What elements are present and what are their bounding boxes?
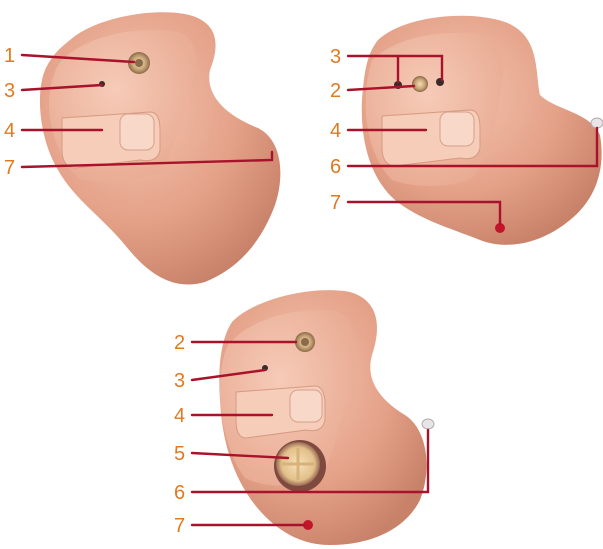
label-4-top-left: 4: [4, 120, 15, 142]
label-5-bottom: 5: [174, 443, 185, 465]
removal-cord: [591, 118, 603, 128]
microphone-port-center: [301, 338, 309, 346]
label-2-bottom: 2: [174, 332, 185, 354]
label-6-bottom: 6: [174, 482, 185, 504]
label-3-top-right: 3: [330, 46, 341, 68]
microphone-port: [412, 76, 428, 92]
volume-control-knob: [440, 112, 474, 146]
microphone-port-center: [135, 59, 143, 67]
hearing-aid-bottom: [219, 290, 434, 545]
label-4-bottom: 4: [174, 405, 185, 427]
volume-control-knob: [290, 390, 322, 422]
label-3-bottom: 3: [174, 370, 185, 392]
label-7-top-right: 7: [330, 192, 341, 214]
label-3-top-left: 3: [4, 80, 15, 102]
volume-control-knob: [120, 114, 154, 150]
label-4-top-right: 4: [330, 120, 341, 142]
label-6-top-right: 6: [330, 156, 341, 178]
removal-cord: [422, 419, 434, 429]
hearing-aid-top-left: [40, 12, 280, 284]
label-7-top-left: 7: [4, 157, 15, 179]
label-1-top-left: 1: [4, 45, 15, 67]
label-2-top-right: 2: [330, 80, 341, 102]
label-7-bottom: 7: [174, 515, 185, 537]
